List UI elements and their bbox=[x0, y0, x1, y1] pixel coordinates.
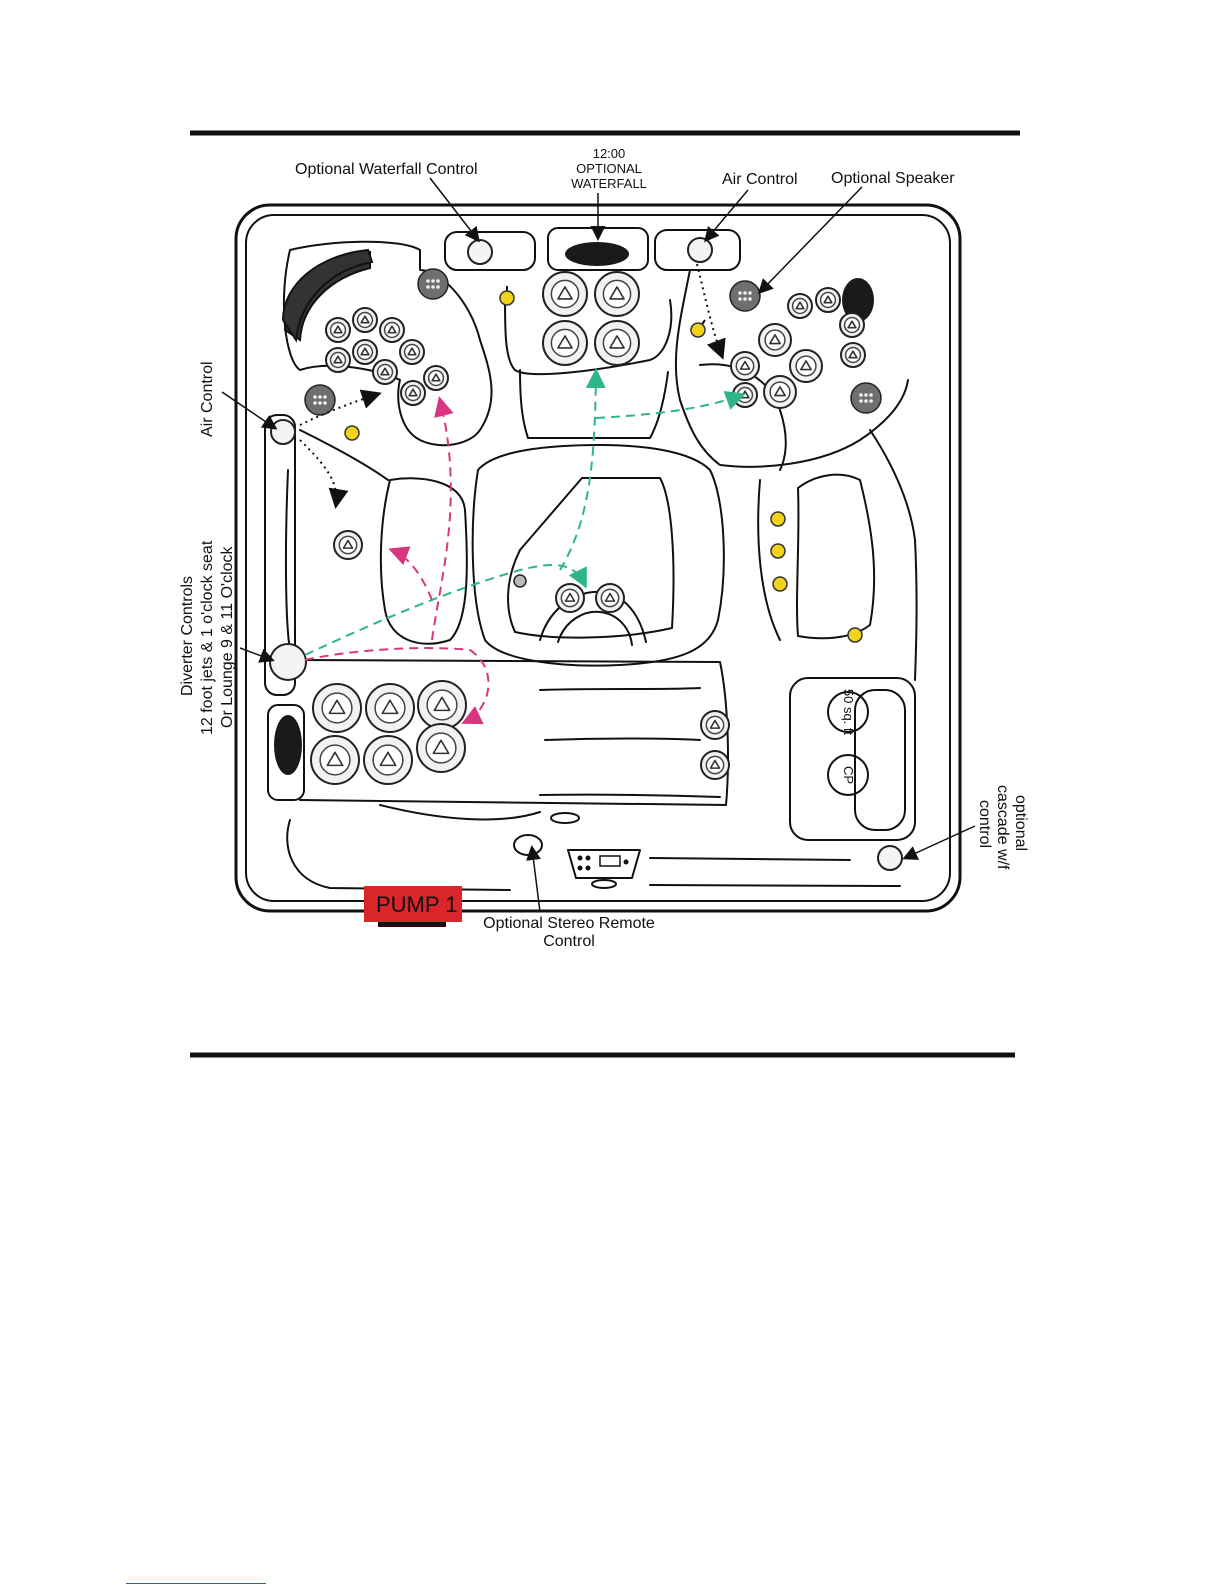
circular-jet-icon bbox=[313, 684, 361, 732]
circular-jet-icon bbox=[701, 711, 729, 739]
led-light-icon bbox=[691, 323, 705, 337]
pump-label: PUMP 1 bbox=[376, 892, 458, 917]
jet-group bbox=[311, 272, 865, 784]
circular-jet-icon bbox=[380, 318, 404, 342]
circular-jet-icon bbox=[417, 724, 465, 772]
filter-compartment: 50 sq. ft CP bbox=[790, 678, 915, 840]
diverter-label-line1: Diverter Controls bbox=[179, 576, 196, 696]
circular-jet-icon bbox=[764, 376, 796, 408]
flow-arrow-pink-corner bbox=[432, 400, 451, 640]
air-control-left-label: Air Control bbox=[199, 361, 216, 437]
cascade-label-line3: control bbox=[976, 800, 993, 848]
flow-arrow-green-right bbox=[596, 395, 742, 418]
flow-arrow-air-lower bbox=[300, 440, 337, 505]
stereo-remote-dock-icon bbox=[551, 813, 579, 823]
valve-speaker-icon bbox=[730, 281, 760, 311]
circular-jet-icon bbox=[556, 584, 584, 612]
waterfall-label-line2: WATERFALL bbox=[571, 176, 647, 191]
waterfall-time-label: 12:00 bbox=[593, 146, 626, 161]
circular-jet-icon bbox=[326, 348, 350, 372]
circular-jet-icon bbox=[596, 584, 624, 612]
filter-label-1: 50 sq. ft bbox=[841, 689, 856, 736]
stereo-remote-icon bbox=[514, 835, 542, 855]
stereo-label-line1: Optional Stereo Remote bbox=[483, 915, 655, 932]
valve-speaker-icon bbox=[851, 383, 881, 413]
circular-jet-icon bbox=[418, 681, 466, 729]
flow-arrow-green-top bbox=[560, 372, 596, 570]
bottom-underline bbox=[126, 1583, 266, 1584]
circular-jet-icon bbox=[816, 288, 840, 312]
circular-jet-icon bbox=[840, 313, 864, 337]
pillow-grille-icon bbox=[274, 715, 302, 775]
pump-1-block: PUMP 1 bbox=[364, 886, 462, 927]
flow-arrow-pink-side bbox=[392, 550, 432, 600]
filter-label-2: CP bbox=[841, 766, 856, 784]
circular-jet-icon bbox=[326, 318, 350, 342]
waterfall-control-label: Optional Waterfall Control bbox=[295, 161, 478, 178]
waterfall-label-line1: OPTIONAL bbox=[576, 161, 642, 176]
circular-jet-icon bbox=[353, 308, 377, 332]
led-light-icon bbox=[500, 291, 514, 305]
air-control-top-label: Air Control bbox=[722, 171, 798, 188]
circular-jet-icon bbox=[595, 321, 639, 365]
circular-jet-icon bbox=[595, 272, 639, 316]
led-light-icon bbox=[848, 628, 862, 642]
diverter-label-line3: Or Lounge 9 & 11 O'clock bbox=[219, 545, 236, 728]
control-panel-icon bbox=[568, 850, 640, 888]
circular-jet-icon bbox=[364, 736, 412, 784]
optional-speaker-label: Optional Speaker bbox=[831, 170, 955, 187]
circular-jet-icon bbox=[353, 340, 377, 364]
circular-jet-icon bbox=[373, 360, 397, 384]
circular-jet-icon bbox=[424, 366, 448, 390]
circular-jet-icon bbox=[701, 751, 729, 779]
circular-jet-icon bbox=[733, 383, 757, 407]
circular-jet-icon bbox=[790, 350, 822, 382]
circular-jet-icon bbox=[400, 340, 424, 364]
circular-jet-icon bbox=[841, 343, 865, 367]
circular-jet-icon bbox=[731, 352, 759, 380]
circular-jet-icon bbox=[543, 272, 587, 316]
circular-jet-icon bbox=[543, 321, 587, 365]
cascade-label-line1: optional bbox=[1012, 795, 1029, 851]
circular-jet-icon bbox=[759, 324, 791, 356]
led-light-icon bbox=[345, 426, 359, 440]
led-light-icon bbox=[773, 577, 787, 591]
circular-jet-icon bbox=[311, 736, 359, 784]
circular-jet-icon bbox=[788, 294, 812, 318]
led-light-icon bbox=[771, 512, 785, 526]
circular-jet-icon bbox=[334, 531, 362, 559]
valve-speaker-icon bbox=[418, 269, 448, 299]
stereo-label-line2: Control bbox=[543, 933, 595, 950]
small-jet-icon bbox=[514, 575, 526, 587]
circular-jet-icon bbox=[366, 684, 414, 732]
led-light-icon bbox=[771, 544, 785, 558]
valve-speaker-icon bbox=[305, 385, 335, 415]
diverter-label-line2: 12 foot jets & 1 o'clock seat bbox=[199, 540, 216, 735]
cascade-label-line2: cascade w/f bbox=[994, 785, 1011, 870]
waterfall-grille-icon bbox=[565, 242, 629, 266]
flow-arrow-air-right bbox=[697, 264, 722, 356]
circular-jet-icon bbox=[401, 381, 425, 405]
